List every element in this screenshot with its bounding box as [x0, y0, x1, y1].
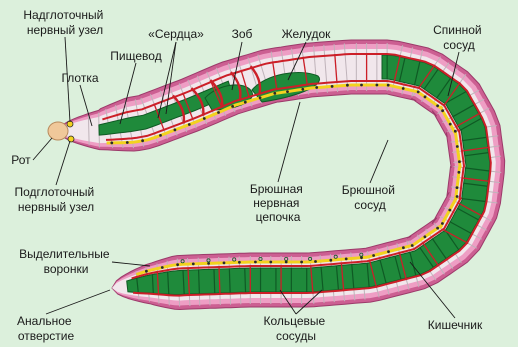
- ganglion: [244, 101, 247, 104]
- ganglion: [411, 244, 414, 247]
- intestine-segment: [245, 268, 246, 292]
- label-hearts: «Сердца»: [148, 27, 204, 41]
- ganglion: [417, 91, 420, 94]
- ganglion: [315, 86, 318, 89]
- ganglion: [285, 261, 288, 264]
- ganglion: [402, 246, 405, 249]
- ganglion: [188, 123, 191, 126]
- ganglion: [448, 209, 451, 212]
- label-pharynx: Глотка: [61, 71, 98, 85]
- label-mouth: Рот: [11, 153, 31, 167]
- ganglion: [436, 104, 439, 107]
- ganglion: [207, 262, 210, 265]
- ganglion: [314, 260, 317, 263]
- ganglion: [441, 109, 444, 112]
- prostomium: [48, 122, 68, 140]
- ganglion: [402, 87, 405, 90]
- ganglion: [387, 84, 390, 87]
- ganglion: [273, 92, 276, 95]
- label-intestine: Кишечник: [428, 318, 483, 332]
- ganglion: [331, 85, 334, 88]
- ganglion: [203, 117, 206, 120]
- ganglion: [300, 261, 303, 264]
- ganglion: [141, 139, 144, 142]
- label-sub-ganglion: Подглоточный нервный узел: [14, 185, 97, 214]
- intestine-segment: [229, 269, 230, 293]
- ganglion: [456, 145, 459, 148]
- ganglion: [424, 96, 427, 99]
- ganglion: [449, 123, 452, 126]
- ganglion: [458, 171, 461, 174]
- ganglion: [329, 259, 332, 262]
- ganglion: [126, 141, 129, 144]
- ganglion: [286, 90, 289, 93]
- label-gizzard: Желудок: [282, 27, 331, 41]
- ganglion: [254, 261, 257, 264]
- ganglion: [372, 254, 375, 257]
- sub-ganglion: [68, 136, 74, 142]
- label-pharynx-esoph: Пищевод: [110, 49, 161, 63]
- label-crop: Зоб: [232, 27, 253, 41]
- ganglion: [145, 270, 148, 273]
- label-anus: Анальное отверстие: [17, 314, 75, 343]
- ganglion: [174, 129, 177, 132]
- ganglion: [231, 105, 234, 108]
- ganglion: [424, 235, 427, 238]
- ganglion: [110, 142, 113, 145]
- ganglion: [238, 261, 241, 264]
- label-ventral-nerve: Брюшная нервная цепочка: [250, 182, 306, 224]
- ganglion: [456, 195, 459, 198]
- ganglion: [346, 84, 349, 87]
- ganglion: [269, 261, 272, 264]
- ganglion: [301, 88, 304, 91]
- ganglion: [192, 263, 195, 266]
- ganglion: [223, 262, 226, 265]
- ganglion: [259, 96, 262, 99]
- ganglion: [217, 111, 220, 114]
- ganglion: [159, 134, 162, 137]
- ganglion: [454, 130, 457, 133]
- ganglion: [456, 186, 459, 189]
- septum: [88, 115, 89, 145]
- ganglion: [387, 250, 390, 253]
- ganglion: [161, 266, 164, 269]
- ganglion: [458, 160, 461, 163]
- ganglion: [345, 258, 348, 261]
- ganglion: [376, 84, 379, 87]
- ganglion: [436, 227, 439, 230]
- ganglion: [360, 84, 363, 87]
- intestine-segment: [199, 270, 200, 294]
- intestine-segment: [214, 269, 215, 293]
- label-supra-ganglion: Надглоточный нервный узел: [23, 8, 106, 37]
- ganglion: [441, 222, 444, 225]
- ganglion: [176, 263, 179, 266]
